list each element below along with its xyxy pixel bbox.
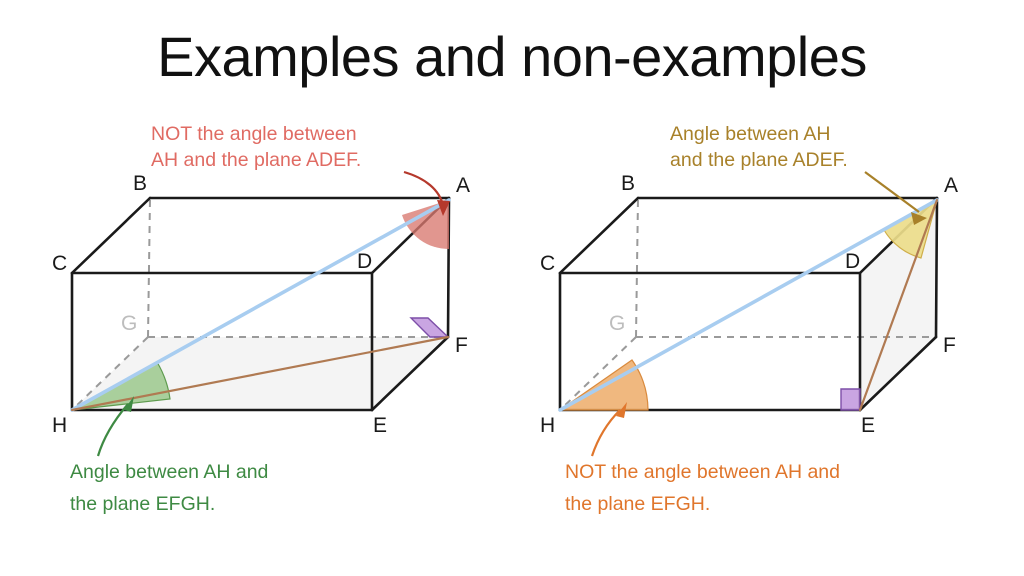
left-top-annotation-line1: NOT the angle between: [151, 123, 357, 145]
left-diagonal-AH: [70, 198, 451, 412]
right-orange-callout-arrowhead: [616, 402, 627, 418]
left-vertex-label-B: B: [133, 172, 147, 195]
right-vertex-label-A: A: [944, 174, 958, 197]
right-olive-callout-leader: [864, 171, 920, 213]
left-vertex-label-C: C: [52, 252, 67, 275]
left-projection-HF: [70, 335, 450, 412]
right-right-angle-marker-at-E: [840, 388, 861, 411]
right-vertex-label-D: D: [845, 250, 860, 273]
right-diagonal-AH: [558, 198, 939, 412]
right-top-annotation-line1: Angle between AH: [670, 123, 830, 145]
right-vertex-label-B: B: [621, 172, 635, 195]
left-vertex-label-G: G: [121, 312, 137, 335]
left-right-angle-marker-at-F: [409, 317, 450, 338]
left-bottom-annotation-line2: the plane EFGH.: [70, 493, 215, 515]
left-top-annotation-line2: AH and the plane ADEF.: [151, 149, 361, 171]
right-vertex-label-H: H: [540, 414, 555, 437]
right-vertex-label-F: F: [943, 334, 956, 357]
left-green-callout-arrowhead: [124, 396, 134, 412]
page-title: Examples and non-examples: [157, 25, 867, 88]
right-vertex-label-E: E: [861, 414, 875, 437]
right-vertex-label-G: G: [609, 312, 625, 335]
left-vertex-label-E: E: [373, 414, 387, 437]
left-red-callout-arrowhead: [437, 200, 450, 216]
left-vertex-label-F: F: [455, 334, 468, 357]
right-bottom-annotation-line1: NOT the angle between AH and: [565, 461, 840, 483]
left-green-callout-leader: [96, 403, 129, 457]
right-projection-AE: [858, 198, 939, 412]
left-vertex-label-H: H: [52, 414, 67, 437]
right-bottom-annotation-line2: the plane EFGH.: [565, 493, 710, 515]
left-vertex-label-D: D: [357, 250, 372, 273]
right-orange-callout-leader: [590, 409, 621, 457]
right-vertex-label-C: C: [540, 252, 555, 275]
left-hidden-edges: [71, 197, 448, 411]
left-vertex-label-A: A: [456, 174, 470, 197]
left-red-wedge-at-A: [402, 200, 449, 250]
right-olive-callout-arrowhead: [911, 212, 927, 225]
right-top-annotation-line2: and the plane ADEF.: [670, 149, 848, 171]
left-bottom-annotation-line1: Angle between AH and: [70, 461, 268, 483]
